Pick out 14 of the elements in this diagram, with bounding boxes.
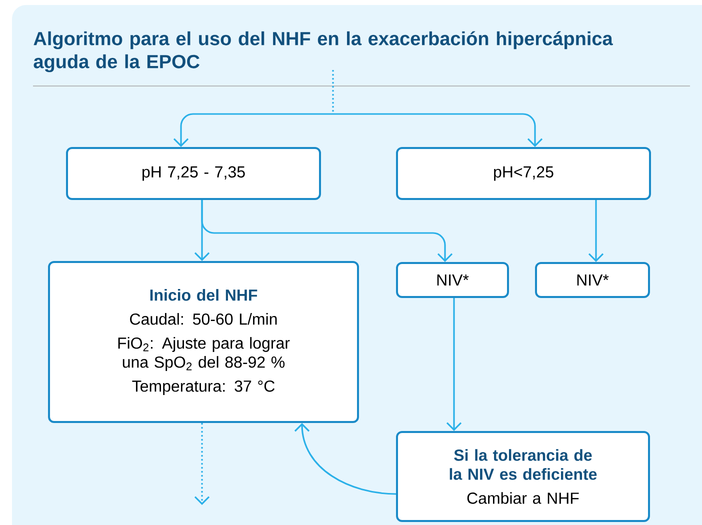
arrow bbox=[446, 298, 462, 431]
title: Algoritmo para el uso del NHF en la exacerbación hipercápnica aguda de la EPOC bbox=[34, 31, 613, 72]
arrow bbox=[194, 423, 210, 505]
option-box: NIV* bbox=[535, 262, 650, 298]
option-box: pH 7,25 - 7,35 bbox=[66, 147, 321, 200]
process-box: Inicio del NHF Caudal: 50-60 L/min FiO$_{2}$: Ajuste para lograr una SpO$_{2}$ del 88-92 % Temperatura: 37 °C bbox=[48, 261, 359, 423]
option-box: pH<7,25 bbox=[396, 147, 651, 200]
arrow bbox=[173, 113, 333, 147]
arrow bbox=[333, 113, 543, 147]
arrow bbox=[294, 423, 396, 495]
arrow bbox=[588, 200, 604, 262]
arrow bbox=[201, 200, 453, 262]
option-box: NIV* bbox=[396, 262, 509, 298]
process-box: Si la tolerancia de la NIV es deficiente Cambiar a NHF bbox=[396, 431, 650, 522]
